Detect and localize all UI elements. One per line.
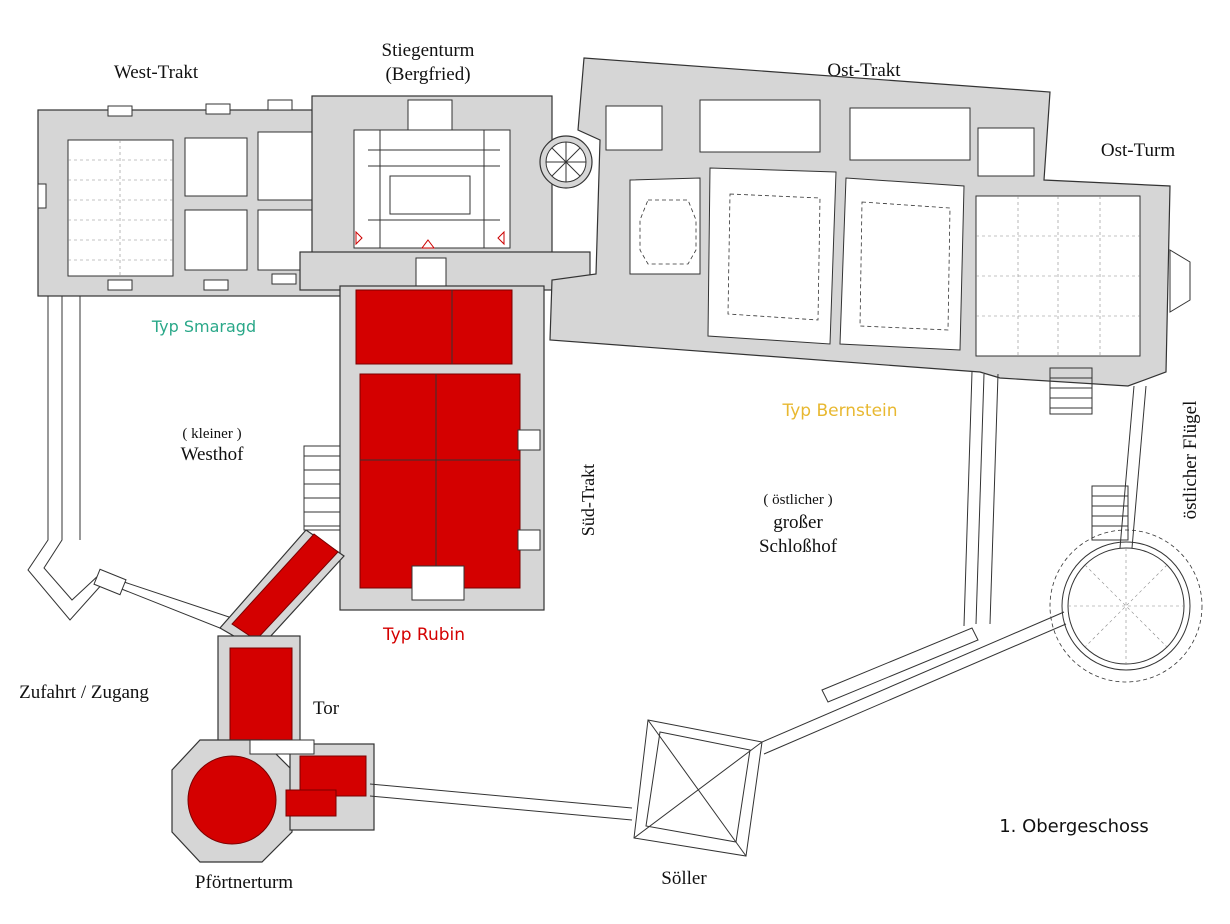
rubin-room-main [359,373,521,589]
label-typ-bernstein: Typ Bernstein [781,401,897,421]
rubin-room-upper [355,289,513,365]
soeller-structure [633,719,763,857]
stiegenturm-building [311,95,593,257]
veranda-structure [1049,485,1203,683]
label-soeller: Söller [661,868,707,889]
label-typ-smaragd: Typ Smaragd [151,317,256,336]
label-pfoertnerturm: Pförtnerturm [195,872,293,893]
rubin-tower-room [187,755,277,845]
westhof-outline [27,296,245,637]
label-grosser: großer [773,512,823,533]
label-sued-trakt: Süd-Trakt [578,464,598,536]
label-oestlicher-fluegel: östlicher Flügel [1180,401,1201,520]
label-obergeschoss: 1. Obergeschoss [999,816,1149,837]
label-bergfried: (Bergfried) [385,64,470,85]
label-ost-trakt: Ost-Trakt [827,60,901,81]
diagonal-corridor [219,445,345,651]
label-west-trakt: West-Trakt [114,62,199,83]
label-westhof: Westhof [181,444,245,465]
label-zufahrt: Zufahrt / Zugang [19,682,149,703]
label-schlosshof: Schloßhof [759,536,838,557]
label-ost-turm: Ost-Turm [1101,140,1175,161]
ost-trakt-building [549,57,1191,415]
label-tor: Tor [313,698,340,719]
label-stiegenturm: Stiegenturm [382,40,475,61]
sued-trakt-building [339,285,545,611]
label-oestlicher: ( östlicher ) [763,492,832,508]
label-kleiner: ( kleiner ) [182,426,241,442]
rubin-gate-room [229,647,293,741]
rubin-corridor [231,533,339,641]
curtain-walls [369,371,1147,821]
pfoertnerturm-building [171,635,375,863]
label-typ-rubin: Typ Rubin [382,625,465,645]
